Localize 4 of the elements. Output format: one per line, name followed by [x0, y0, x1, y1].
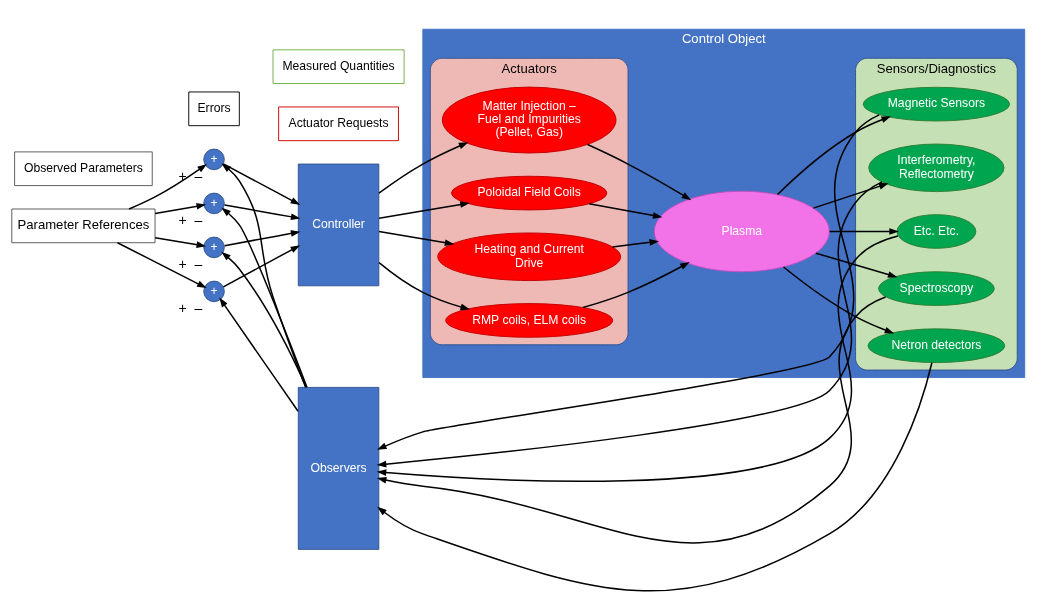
node-label: + –	[178, 167, 203, 184]
node-label: + –	[178, 299, 203, 316]
node-label: + –	[178, 211, 203, 228]
node-label: + –	[178, 255, 203, 272]
